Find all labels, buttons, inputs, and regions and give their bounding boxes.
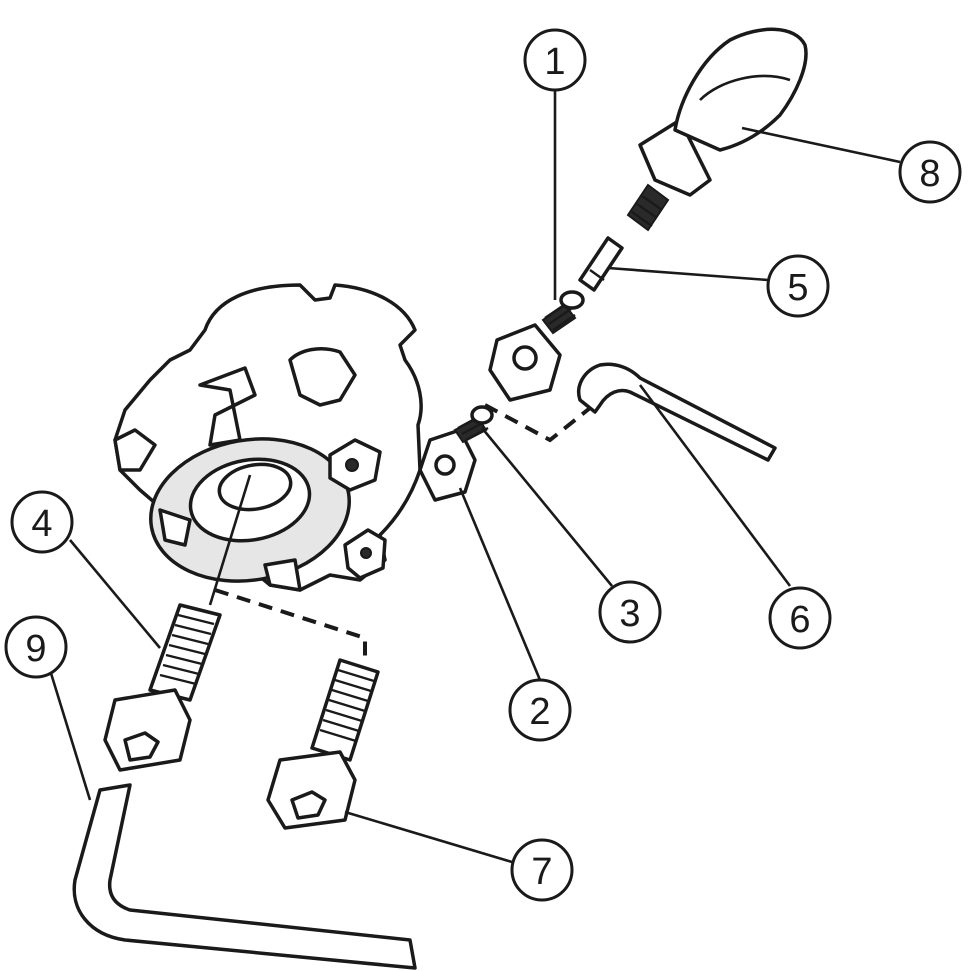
callout-9: 9	[4, 615, 68, 679]
callout-9-label: 9	[25, 628, 46, 670]
callout-2-label: 2	[529, 691, 550, 733]
shim-2-hole	[434, 454, 456, 476]
shim-screw-3-head	[470, 405, 494, 425]
leader-5	[607, 266, 769, 282]
callout-4: 4	[10, 490, 74, 554]
part-3-shim-screw	[453, 405, 494, 444]
cutter-tooth-2	[288, 347, 357, 407]
callout-5: 5	[766, 254, 830, 318]
callout-6: 6	[768, 586, 832, 650]
cutter-tooth-low	[158, 508, 192, 547]
screw-7-threads	[319, 668, 375, 743]
screw-7-hex-socket	[290, 790, 327, 820]
cutter-insert-top-screw	[345, 458, 359, 472]
callout-2: 2	[508, 678, 572, 742]
part-4-cap-screw	[103, 603, 222, 772]
screw-7-head	[266, 750, 357, 830]
cutter-bore	[217, 462, 293, 512]
leader-7	[344, 810, 513, 864]
part-9-hex-key	[72, 783, 417, 970]
dashed-path-screw-7	[214, 588, 367, 660]
leader-3	[480, 427, 614, 587]
screw-4-threads	[159, 613, 215, 686]
part-6-hex-key	[577, 362, 777, 462]
cutter-tooth-left	[113, 428, 157, 472]
dashed-path-key-6	[484, 403, 592, 443]
leader-4	[69, 539, 161, 649]
callout-3-label: 3	[619, 593, 640, 635]
screwdriver-grip	[673, 27, 808, 152]
insert-screw-1-head	[559, 290, 585, 310]
leader-2	[458, 487, 542, 681]
screw-4-hex-socket	[123, 731, 160, 762]
callout-1: 1	[523, 28, 587, 92]
callout-6-label: 6	[789, 599, 810, 641]
cutter-body	[113, 283, 423, 592]
screw-7-thread-body	[310, 658, 380, 762]
callout-5-label: 5	[787, 267, 808, 309]
screwdriver-collar	[638, 118, 712, 197]
part-5-torx-bit	[578, 236, 624, 292]
callout-8-label: 8	[919, 153, 940, 195]
leader-9	[48, 669, 92, 801]
insert-1-hole	[512, 345, 538, 371]
cutter-insert-bottom-screw	[360, 547, 372, 559]
callout-8: 8	[898, 140, 962, 204]
leader-6	[638, 384, 792, 587]
callout-7: 7	[510, 838, 574, 902]
screwdriver-tip	[626, 183, 670, 232]
screwdriver-grip-contour	[699, 74, 791, 101]
bore-to-screw-line	[208, 474, 252, 606]
part-1-insert	[488, 290, 585, 402]
callout-1-label: 1	[544, 41, 565, 83]
leader-8	[741, 126, 901, 164]
part-8-screwdriver	[626, 27, 808, 232]
cutter-tooth-1	[198, 366, 257, 447]
callout-4-label: 4	[31, 503, 52, 545]
cutter-tooth-bottom	[263, 558, 302, 592]
callout-3: 3	[598, 580, 662, 644]
screw-4-thread-body	[148, 603, 222, 702]
part-7-cap-screw	[266, 658, 380, 830]
callout-7-label: 7	[531, 851, 552, 893]
